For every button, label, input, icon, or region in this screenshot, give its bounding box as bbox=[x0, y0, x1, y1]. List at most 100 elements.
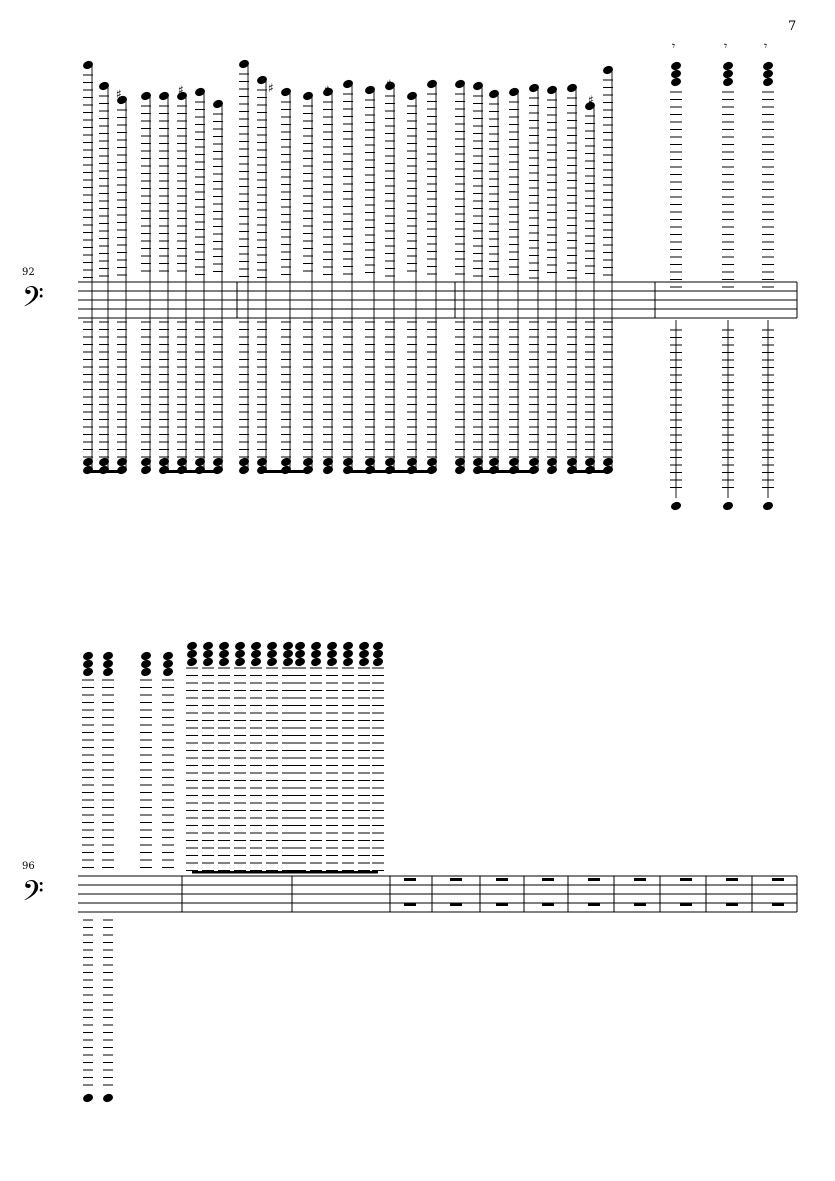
notehead bbox=[529, 83, 539, 93]
notehead bbox=[295, 657, 305, 667]
beam bbox=[262, 470, 308, 473]
notehead bbox=[251, 657, 261, 667]
note-column bbox=[141, 91, 151, 475]
whole-rest bbox=[496, 878, 508, 881]
chord-column bbox=[310, 641, 322, 871]
notehead bbox=[103, 1093, 113, 1103]
sharp-icon: ♯ bbox=[116, 87, 122, 101]
notehead bbox=[723, 77, 733, 87]
chord-column bbox=[202, 641, 214, 871]
note-column bbox=[323, 87, 333, 475]
sharp-icon: ♯ bbox=[588, 93, 594, 107]
notehead bbox=[203, 649, 213, 659]
bass-clef-icon: 𝄢 bbox=[22, 875, 44, 915]
eighth-rest-icon: 𝄾 bbox=[672, 39, 675, 53]
note-column bbox=[529, 83, 539, 475]
whole-rest bbox=[772, 903, 784, 906]
notehead bbox=[343, 641, 353, 651]
notehead bbox=[671, 61, 681, 71]
chord-column bbox=[234, 641, 246, 871]
notehead bbox=[251, 641, 261, 651]
note-column bbox=[489, 89, 499, 475]
note-column bbox=[159, 91, 169, 475]
notehead bbox=[295, 649, 305, 659]
note-column bbox=[473, 81, 483, 475]
notehead bbox=[671, 69, 681, 79]
note-column bbox=[585, 101, 595, 475]
notehead bbox=[359, 641, 369, 651]
notehead bbox=[203, 641, 213, 651]
notehead bbox=[723, 69, 733, 79]
notehead bbox=[671, 501, 681, 511]
notehead bbox=[141, 659, 151, 669]
note-column bbox=[303, 91, 313, 475]
notehead bbox=[141, 91, 151, 101]
whole-rest bbox=[772, 878, 784, 881]
note-column bbox=[213, 99, 223, 475]
whole-rest bbox=[588, 878, 600, 881]
notehead bbox=[763, 69, 773, 79]
whole-rest bbox=[542, 878, 554, 881]
notehead bbox=[267, 657, 277, 667]
notehead bbox=[311, 641, 321, 651]
notehead bbox=[281, 87, 291, 97]
note-column bbox=[99, 81, 109, 475]
notehead bbox=[235, 657, 245, 667]
whole-rest bbox=[496, 903, 508, 906]
staff-lines bbox=[78, 281, 797, 319]
chord-column bbox=[102, 651, 114, 1103]
notehead bbox=[763, 61, 773, 71]
notehead bbox=[99, 81, 109, 91]
notehead bbox=[509, 87, 519, 97]
notehead bbox=[373, 657, 383, 667]
staff-lines bbox=[78, 875, 797, 913]
staff-system-2: 96 𝄢 bbox=[22, 641, 798, 1103]
whole-rest bbox=[634, 878, 646, 881]
sharp-icon: ♯ bbox=[178, 83, 184, 97]
whole-rest bbox=[680, 878, 692, 881]
notehead bbox=[283, 649, 293, 659]
chord-column bbox=[326, 641, 338, 871]
beam bbox=[348, 470, 432, 473]
notehead bbox=[83, 1093, 93, 1103]
notehead bbox=[257, 75, 267, 85]
sharp-icon: ♯ bbox=[268, 81, 274, 95]
whole-rest bbox=[542, 903, 554, 906]
notehead bbox=[219, 657, 229, 667]
staff-system-1: 92 𝄢 ♯♯♯♯♯♯𝄾𝄾𝄾 bbox=[22, 39, 798, 511]
note-column bbox=[427, 79, 437, 475]
notehead bbox=[327, 641, 337, 651]
chord-column bbox=[294, 641, 306, 871]
chord-column bbox=[186, 641, 198, 871]
sharp-icon: ♯ bbox=[386, 77, 392, 91]
notehead bbox=[235, 649, 245, 659]
notehead bbox=[103, 659, 113, 669]
notehead bbox=[141, 651, 151, 661]
notehead bbox=[195, 87, 205, 97]
notehead bbox=[671, 77, 681, 87]
notehead bbox=[603, 65, 613, 75]
whole-rest bbox=[404, 903, 416, 906]
notehead bbox=[763, 501, 773, 511]
measure-number: 96 bbox=[22, 861, 35, 872]
note-column bbox=[239, 59, 249, 475]
notehead bbox=[187, 649, 197, 659]
notehead bbox=[723, 61, 733, 71]
notehead bbox=[117, 95, 127, 105]
whole-rest bbox=[450, 878, 462, 881]
page-number: 7 bbox=[788, 19, 796, 34]
chord-column bbox=[372, 641, 384, 871]
notehead bbox=[303, 91, 313, 101]
note-column bbox=[177, 91, 187, 475]
notehead bbox=[235, 641, 245, 651]
chord-column bbox=[82, 651, 94, 1103]
notehead bbox=[407, 91, 417, 101]
chord-column bbox=[282, 641, 294, 871]
chord-column bbox=[250, 641, 262, 871]
note-column bbox=[407, 91, 417, 475]
notehead bbox=[295, 641, 305, 651]
notehead bbox=[213, 99, 223, 109]
notehead bbox=[373, 649, 383, 659]
notehead bbox=[219, 649, 229, 659]
notehead bbox=[203, 657, 213, 667]
